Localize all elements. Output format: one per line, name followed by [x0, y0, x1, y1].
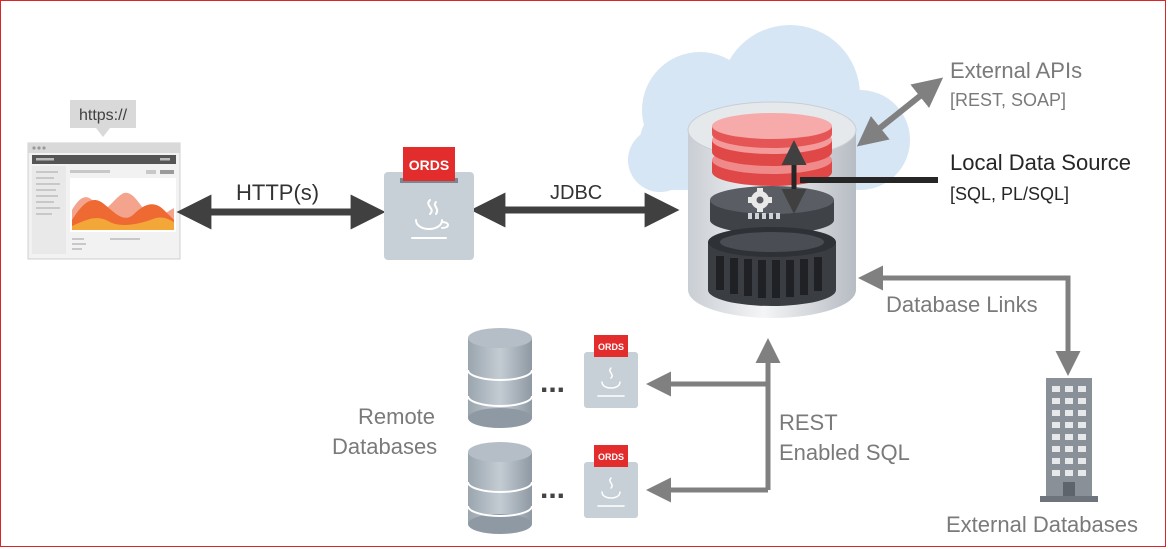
- remote-ords-server-icon: ORDS: [584, 445, 638, 518]
- ellipsis-upper: ...: [540, 366, 566, 399]
- java-icon: [597, 367, 625, 397]
- database-cylinder: [687, 101, 857, 318]
- jdbc-label: JDBC: [550, 182, 603, 204]
- ords-server-icon: ORDS: [384, 147, 474, 260]
- external-apis-detail: [REST, SOAP]: [950, 90, 1067, 110]
- url-bubble: https://: [70, 100, 136, 137]
- remote-ords-server-icon: ORDS: [584, 335, 638, 408]
- java-icon: [411, 199, 449, 239]
- remote-databases-line2: Databases: [332, 434, 438, 459]
- ords-badge-text: ORDS: [598, 452, 624, 462]
- ords-badge: [594, 335, 628, 357]
- database-links-arrow: [858, 265, 1081, 376]
- ords-badge: [594, 445, 628, 467]
- browser-window-icon: [27, 142, 181, 260]
- java-icon: [597, 477, 625, 507]
- ords-badge-text: ORDS: [598, 342, 624, 352]
- remote-database-icon: [467, 328, 533, 428]
- rest-enabled-sql-line1: REST: [779, 410, 838, 435]
- url-bubble-text: https://: [79, 107, 128, 124]
- external-apis-title: External APIs: [950, 58, 1083, 83]
- gear-icon: [748, 188, 772, 212]
- ellipsis-lower: ...: [540, 472, 566, 505]
- external-databases-label: External Databases: [946, 512, 1138, 537]
- external-api-arrow: [856, 77, 944, 147]
- ords-badge: [403, 147, 455, 181]
- local-data-source-detail: [SQL, PL/SQL]: [950, 184, 1070, 204]
- remote-databases-line1: Remote: [358, 404, 436, 429]
- database-links-label: Database Links: [886, 292, 1038, 317]
- ords-badge-text: ORDS: [409, 157, 449, 173]
- http-label: HTTP(s): [236, 180, 320, 205]
- building-icon: [1040, 378, 1098, 502]
- rest-enabled-sql-line2: Enabled SQL: [779, 440, 910, 465]
- remote-database-icon: [467, 442, 533, 534]
- local-data-source-title: Local Data Source: [950, 150, 1131, 175]
